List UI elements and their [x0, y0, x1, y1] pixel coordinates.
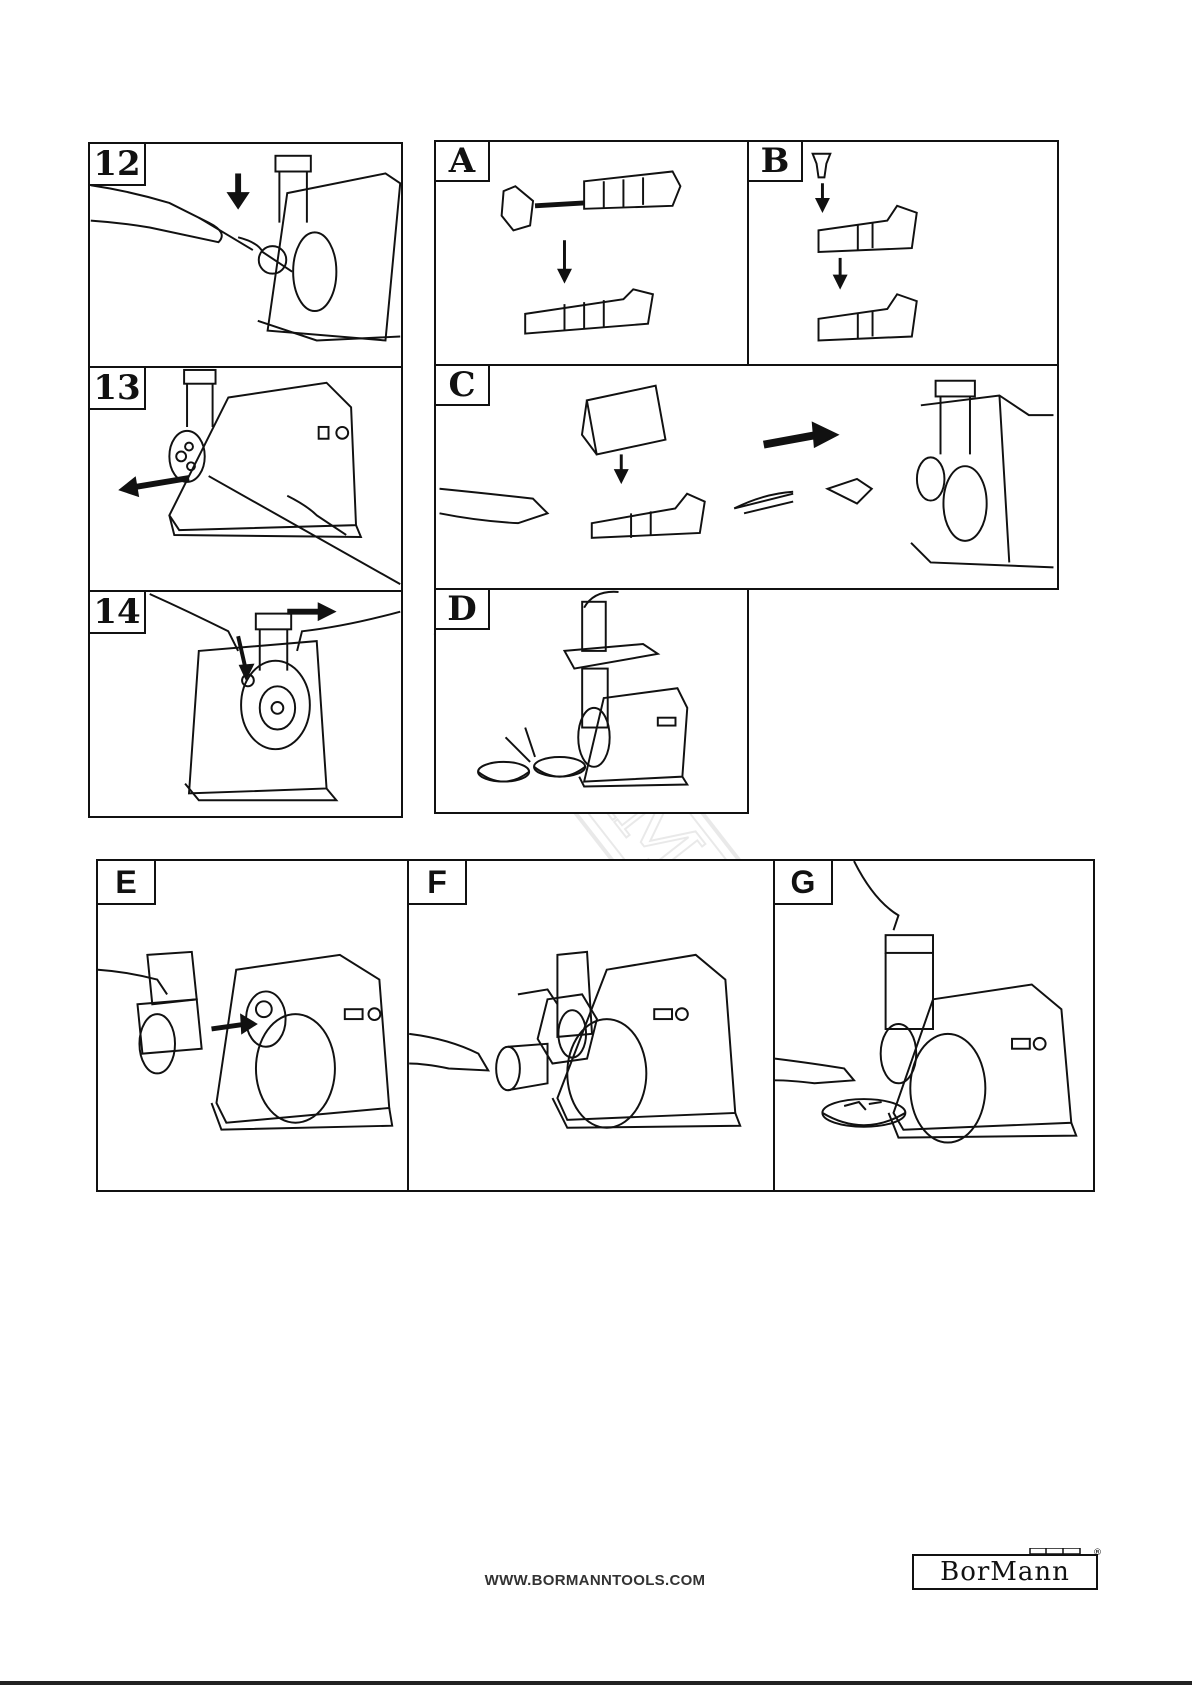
panel-step-e: E: [96, 859, 409, 1192]
panel-label: A: [436, 142, 490, 182]
panel-step-d: D: [434, 588, 749, 814]
illustration-attach-grater-icon: [98, 861, 407, 1190]
logo-registered-mark: ®: [1093, 1548, 1102, 1558]
panel-label: G: [775, 861, 833, 905]
panel-step-14: 14: [88, 590, 403, 818]
panel-label: C: [436, 366, 490, 406]
panel-step-13: 13: [88, 366, 403, 592]
panel-label: D: [436, 590, 490, 630]
logo-text: BorMann: [940, 1557, 1070, 1587]
page-bottom-edge: [0, 1681, 1192, 1685]
brand-logo: BorMann ®: [912, 1548, 1098, 1590]
panel-step-12: 12: [88, 142, 403, 368]
panel-label: E: [98, 861, 156, 905]
panel-step-a: A: [434, 140, 749, 366]
logo-wordmark: BorMann: [912, 1554, 1098, 1590]
panel-label: B: [749, 142, 803, 182]
illustration-install-attachment-icon: [436, 366, 1057, 588]
illustration-insert-drum-icon: [409, 861, 773, 1190]
illustration-grating-icon: [775, 861, 1093, 1190]
panel-step-c: C: [434, 364, 1059, 590]
footer-website-url[interactable]: WWW.BORMANNTOOLS.COM: [420, 1572, 770, 1589]
panel-label: 13: [90, 368, 146, 410]
panel-label: 12: [90, 144, 146, 186]
panel-label: F: [409, 861, 467, 905]
panel-label: 14: [90, 592, 146, 634]
panel-step-f: F: [407, 859, 775, 1192]
panel-step-g: G: [773, 859, 1095, 1192]
panel-step-b: B: [747, 140, 1059, 366]
